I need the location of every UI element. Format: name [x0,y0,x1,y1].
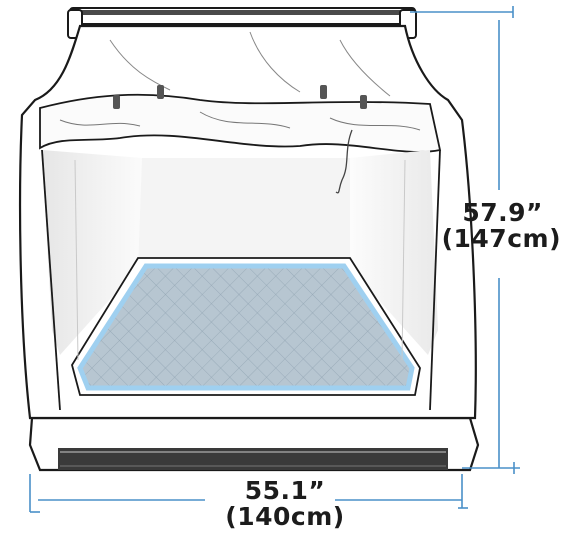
height-imperial: 57.9” [462,198,543,227]
width-dimension-line [29,474,468,513]
height-dimension-line [410,6,520,474]
width-metric: (140cm) [225,502,345,532]
mattress [77,263,415,391]
tent-base [28,416,480,472]
height-metric: (147cm) [441,224,561,254]
width-imperial: 55.1” [244,476,326,505]
width-dimension-label: 55.1” (140cm) [215,476,355,532]
height-dimension-label: 57.9” (147cm) [441,198,561,254]
tent-interior [41,129,441,411]
